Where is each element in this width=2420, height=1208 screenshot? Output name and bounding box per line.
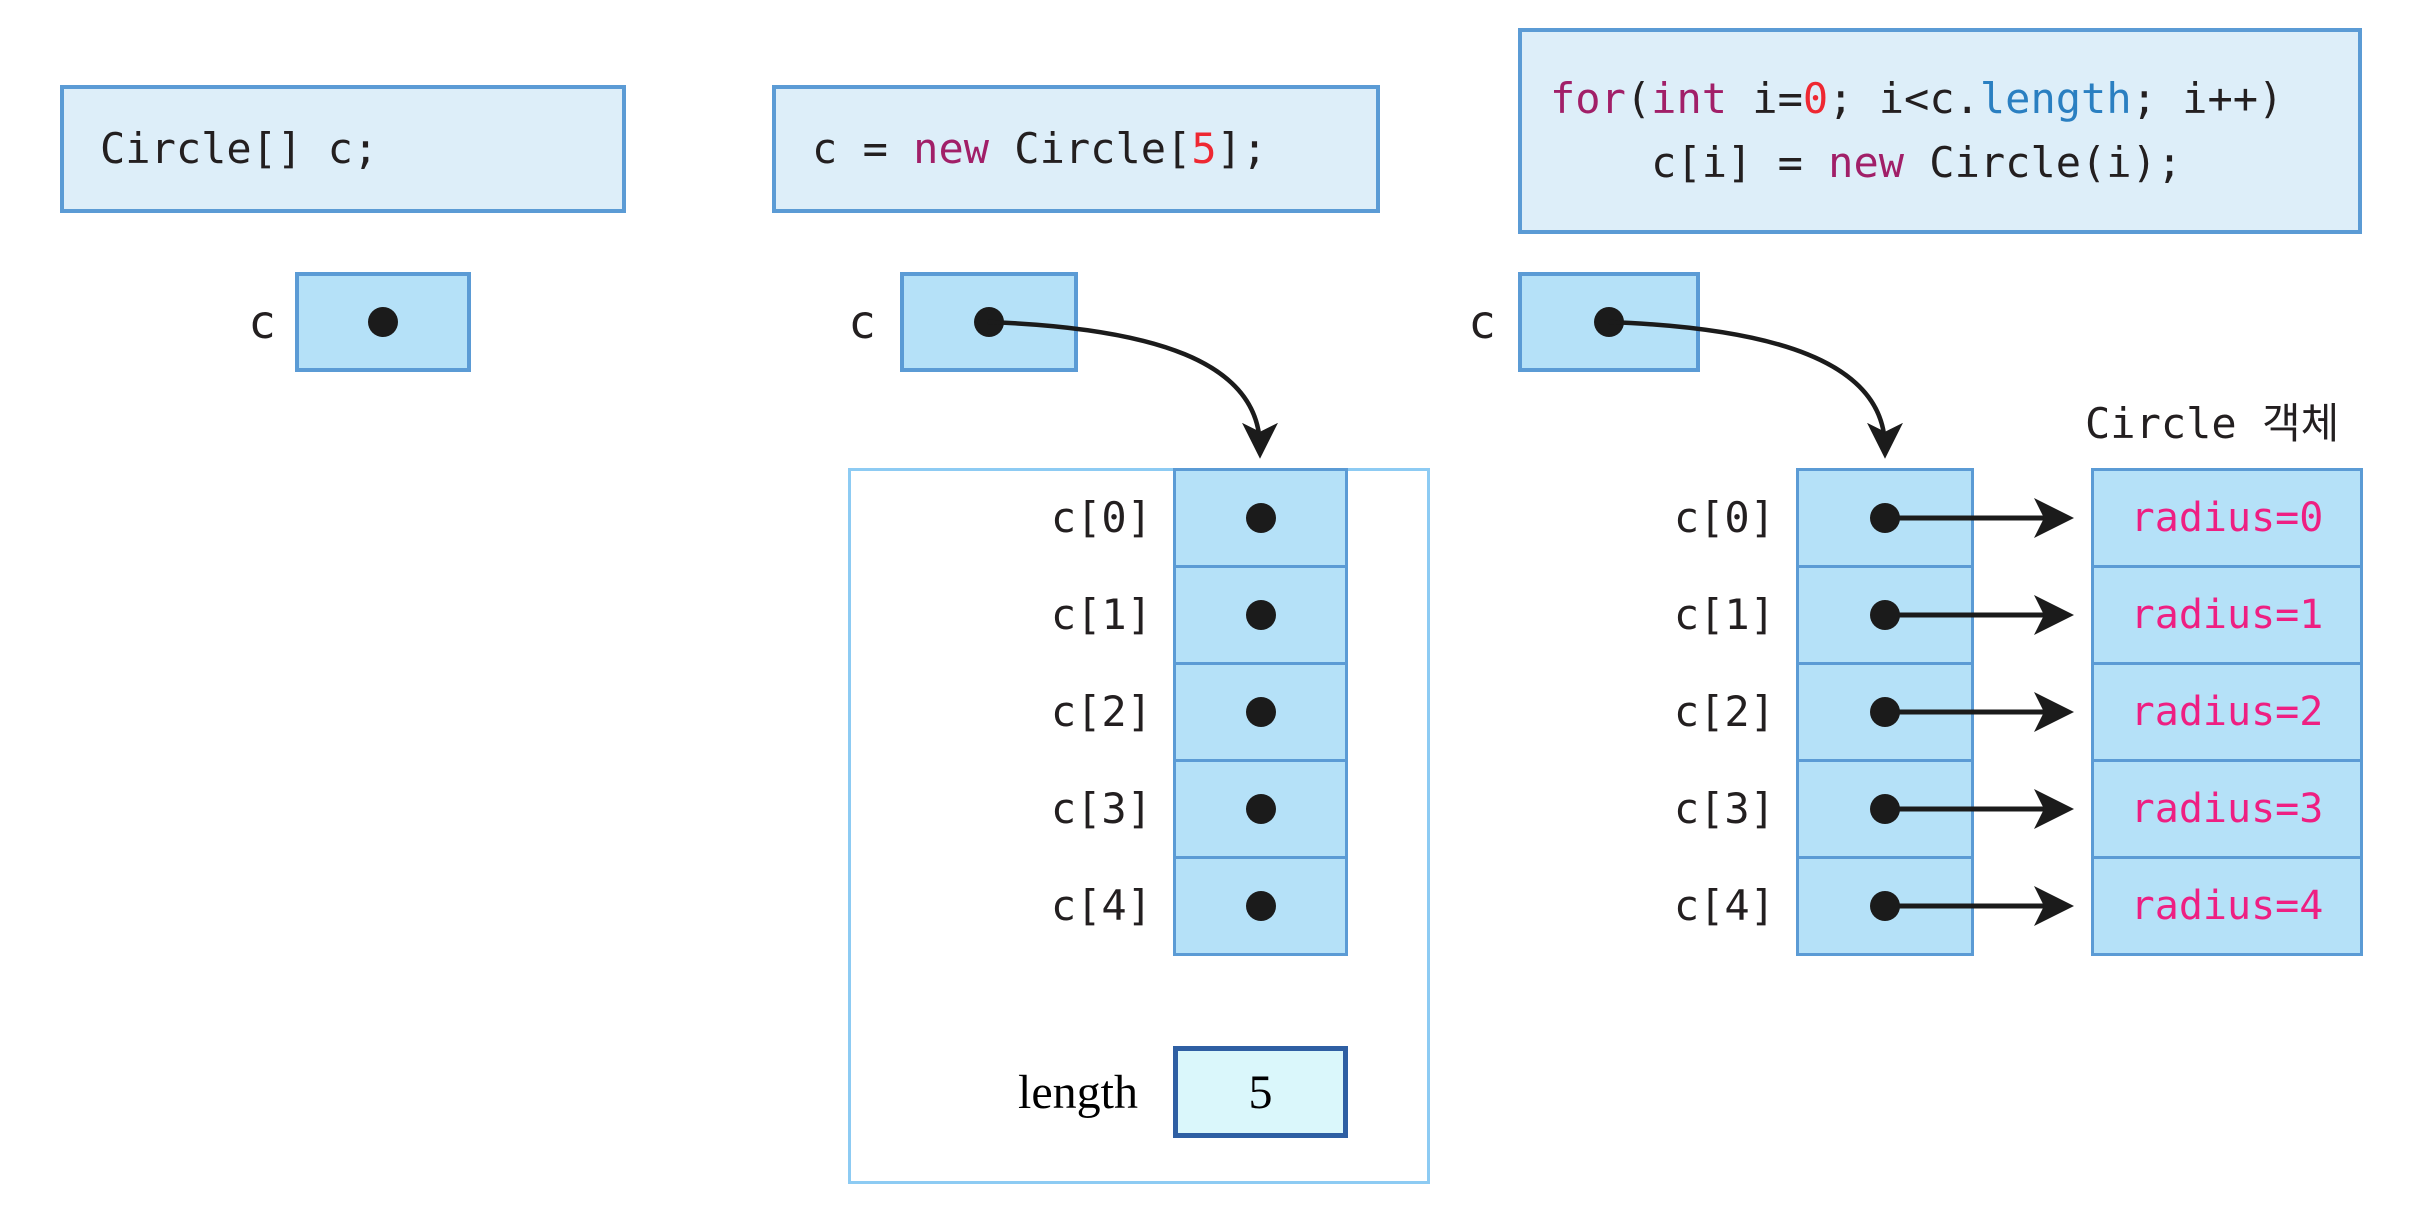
array-index-label: c[1]: [1673, 590, 1775, 639]
array-cell: [1796, 759, 1974, 859]
reference-dot: [368, 307, 398, 337]
length-value-box: 5: [1173, 1046, 1348, 1138]
reference-dot: [1245, 503, 1276, 533]
array-index-labels-mid: c[0] c[1] c[2] c[3] c[4]: [930, 468, 1152, 956]
circle-object: radius=1: [2091, 565, 2363, 665]
array-cell: [1796, 662, 1974, 762]
array-cells-right: [1796, 468, 1974, 956]
variable-label-c-1: c: [248, 295, 276, 349]
array-index-labels-right: c[0] c[1] c[2] c[3] c[4]: [1555, 468, 1775, 956]
array-cell: [1796, 856, 1974, 956]
code-box-allocation: c = new Circle[5];: [772, 85, 1380, 213]
array-cell: [1173, 759, 1348, 859]
radius-text: radius=2: [2130, 689, 2324, 735]
array-index-label: c[0]: [1050, 493, 1152, 542]
circle-object: radius=2: [2091, 662, 2363, 762]
circle-object-title: Circle 객체: [2085, 399, 2340, 448]
reference-dot: [1245, 600, 1276, 630]
code-line: c[i] = new Circle(i);: [1550, 138, 2183, 187]
reference-dot: [1245, 891, 1276, 921]
array-index-label: c[2]: [1673, 687, 1775, 736]
code-line: for(int i=0; i<c.length; i++): [1550, 74, 2284, 123]
circle-objects: radius=0 radius=1 radius=2 radius=3 radi…: [2091, 468, 2363, 956]
variable-label-c-3: c: [1468, 295, 1496, 349]
array-cell: [1796, 565, 1974, 665]
array-cell: [1173, 468, 1348, 568]
variable-label-c-2: c: [848, 295, 876, 349]
reference-dot: [1870, 503, 1900, 533]
variable-box-c-2: [900, 272, 1078, 372]
array-index-label: c[4]: [1050, 881, 1152, 930]
circle-object: radius=0: [2091, 468, 2363, 568]
variable-box-c-3: [1518, 272, 1700, 372]
array-index-label: c[2]: [1050, 687, 1152, 736]
circle-object: radius=3: [2091, 759, 2363, 859]
array-cell: [1796, 468, 1974, 568]
reference-dot: [1245, 697, 1276, 727]
radius-text: radius=0: [2130, 495, 2324, 541]
radius-text: radius=4: [2130, 883, 2324, 929]
array-cell: [1173, 856, 1348, 956]
reference-dot: [1870, 697, 1900, 727]
circle-object: radius=4: [2091, 856, 2363, 956]
reference-dot: [1870, 794, 1900, 824]
array-index-label: c[3]: [1673, 784, 1775, 833]
radius-text: radius=1: [2130, 592, 2324, 638]
code-box-loop: for(int i=0; i<c.length; i++) c[i] = new…: [1518, 28, 2362, 234]
array-cell: [1173, 565, 1348, 665]
reference-dot: [1594, 307, 1624, 337]
reference-dot: [1870, 891, 1900, 921]
reference-dot: [1870, 600, 1900, 630]
array-index-label: c[0]: [1673, 493, 1775, 542]
radius-text: radius=3: [2130, 786, 2324, 832]
reference-dot: [1245, 794, 1276, 824]
length-label: length: [1018, 1065, 1138, 1119]
array-cells-mid: [1173, 468, 1348, 956]
array-index-label: c[3]: [1050, 784, 1152, 833]
code-line: Circle[] c;: [100, 124, 379, 173]
array-index-label: c[4]: [1673, 881, 1775, 930]
code-line: c = new Circle[5];: [812, 124, 1268, 173]
code-box-declaration: Circle[] c;: [60, 85, 626, 213]
variable-box-c-1: [295, 272, 471, 372]
array-index-label: c[1]: [1050, 590, 1152, 639]
reference-dot: [974, 307, 1004, 337]
array-cell: [1173, 662, 1348, 762]
